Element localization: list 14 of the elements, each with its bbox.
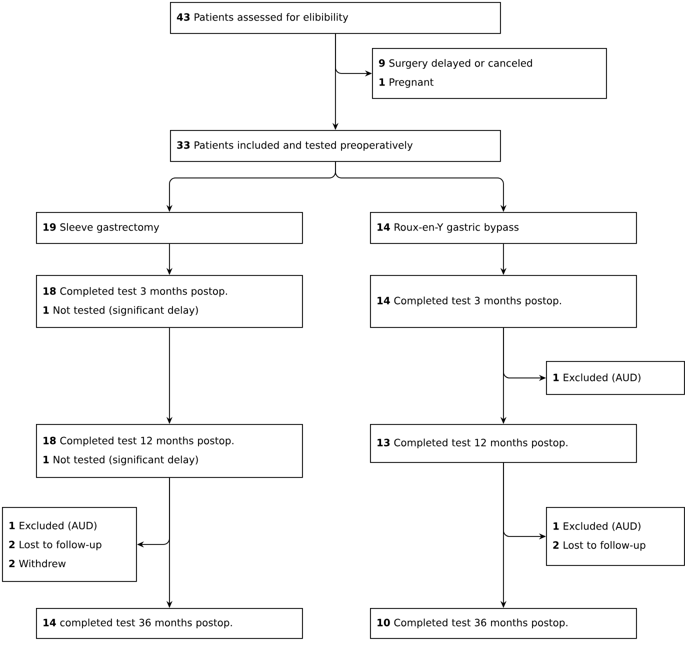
process-box: 14 completed test 36 months postop. (36, 608, 303, 639)
process-box: 14 Completed test 3 months postop. (370, 275, 637, 328)
process-box: 19 Sleeve gastrectomy (36, 212, 303, 244)
exclusion-box: 1 Excluded (AUD) (546, 361, 685, 395)
process-box: 13 Completed test 12 months postop. (370, 424, 637, 463)
exclusion-box: 1 Excluded (AUD) 2 Lost to follow-up (546, 507, 685, 566)
process-box: 10 Completed test 36 months postop. (370, 608, 637, 639)
process-box: 14 Roux-en-Y gastric bypass (370, 212, 637, 244)
process-box: 18 Completed test 12 months postop. 1 Not tested (significant delay) (36, 424, 303, 478)
process-box: 33 Patients included and tested preoperatively (170, 130, 501, 162)
process-box: 43 Patients assessed for elibibility (170, 2, 501, 34)
exclusion-box: 9 Surgery delayed or canceled 1 Pregnant (372, 48, 607, 99)
process-box: 18 Completed test 3 months postop. 1 Not tested (significant delay) (36, 275, 303, 328)
exclusion-box: 1 Excluded (AUD) 2 Lost to follow-up 2 Withdrew (2, 507, 137, 582)
